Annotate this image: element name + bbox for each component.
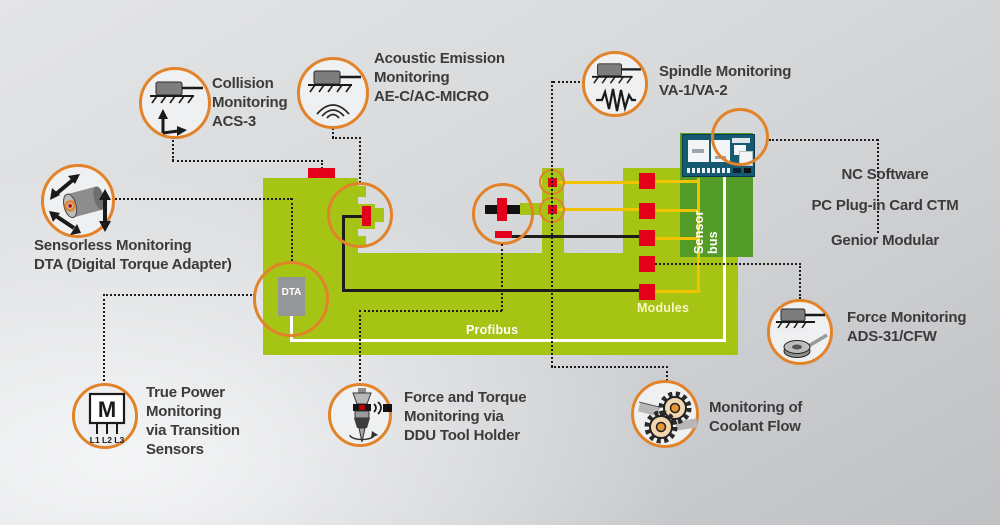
cable-spindle-to-module3 [512,235,640,238]
sensor-line-1 [557,181,640,184]
spindle-highlight-circle [472,183,534,245]
acoustic-connector-v2 [359,137,361,183]
acoustic-label: Acoustic Emission Monitoring AE-C/AC-MIC… [374,50,505,105]
force-monitoring-circle [767,299,833,365]
cable-head-vertical [342,215,345,292]
dta-highlight-circle [253,261,329,337]
sensor-bus-trunk [697,178,700,292]
tool-holder-icon [349,388,392,443]
ddu-circle [328,383,392,447]
ddu-connector-h [359,310,502,312]
nc-connector-h [769,139,878,141]
true-power-circle: M L1 L2 L3 [72,383,138,449]
hmi-button-row [687,168,731,173]
head-highlight-circle [327,182,393,248]
acoustic-circle [297,57,369,129]
vibration-sensor-icon [150,81,203,104]
module-1 [639,173,655,189]
sensorless-connector-h [108,198,292,200]
motor-power-icon: M L1 L2 L3 [88,392,126,445]
acoustic-connector-h [332,137,361,139]
sensorless-connector-v [291,198,293,261]
collision-connector-v2 [321,160,323,169]
bus-branch-module5 [655,290,700,293]
ddu-label: Force and Torque Monitoring via DDU Tool… [404,389,527,444]
vibration-sensor-icon [592,63,641,84]
true-power-label: True Power Monitoring via Transition Sen… [146,384,240,458]
coolant-label: Monitoring of Coolant Flow [709,399,803,435]
phase-labels: L1 L2 L3 [90,435,125,445]
bus-branch-module1 [655,180,698,183]
module-4 [639,256,655,272]
bus-branch-module2 [655,209,698,212]
genior-modular-label: Genior Modular [830,232,940,249]
collision-connector-v [172,137,174,161]
gear-lower [644,410,678,444]
nc-connector-v [877,139,879,233]
vibration-waveform-icon [596,88,636,113]
collision-label: Collision Monitoring ACS-3 [212,75,288,130]
sensorless-label: Sensorless Monitoring DTA (Digital Torqu… [34,237,232,273]
modules-label: Modules [637,301,690,315]
pc-plugin-label: PC Plug-in Card CTM [811,197,959,214]
profibus-label: Profibus [466,323,519,337]
coolant-gears-icon [637,391,698,444]
module-2 [639,203,655,219]
force-label: Force Monitoring ADS-31/CFW [847,309,967,345]
sensor-line-2 [557,208,640,211]
hmi-dark-key2 [744,168,751,173]
coolant-connector-v [666,366,668,381]
bus-branch-module3 [655,237,698,240]
sound-waves-icon [316,104,350,119]
profibus-line-horizontal [290,339,726,342]
module-5 [639,284,655,300]
coolant-circle [631,380,699,448]
spindle-monitoring-circle [582,51,648,117]
force-sensor-icon [776,308,828,358]
vibration-sensor-icon [308,70,361,93]
nc-software-circle [711,108,769,166]
spindle-coolant-trunk [551,81,553,367]
truepower-connector-v [103,294,105,381]
sensorless-circle [41,164,115,238]
collision-connector-h [172,160,323,162]
ddu-connector-v2 [359,310,361,381]
tool-magazine-block [308,168,335,178]
profibus-line-vertical [723,175,726,342]
motor-letter: M [98,397,116,422]
sensor-bus-label: Sensor bus [692,210,720,254]
collision-circle [139,67,211,139]
force-connector-h [655,263,801,265]
ddu-connector-v1 [501,244,503,311]
hmi-window-left-detail [692,149,704,153]
module-3 [639,230,655,246]
hmi-dark-key1 [733,168,741,173]
axis-arrows-icon [158,109,187,136]
force-connector-v [799,263,801,299]
torque-motor-icon [49,174,111,235]
gear-upper [658,391,692,425]
cable-head-to-module5 [342,289,640,292]
nc-software-label: NC Software [841,166,929,183]
truepower-connector-h [103,294,255,296]
coolant-connector-h [551,366,668,368]
spindle-label: Spindle Monitoring VA-1/VA-2 [659,63,792,99]
spindle-connector-h [553,81,584,83]
